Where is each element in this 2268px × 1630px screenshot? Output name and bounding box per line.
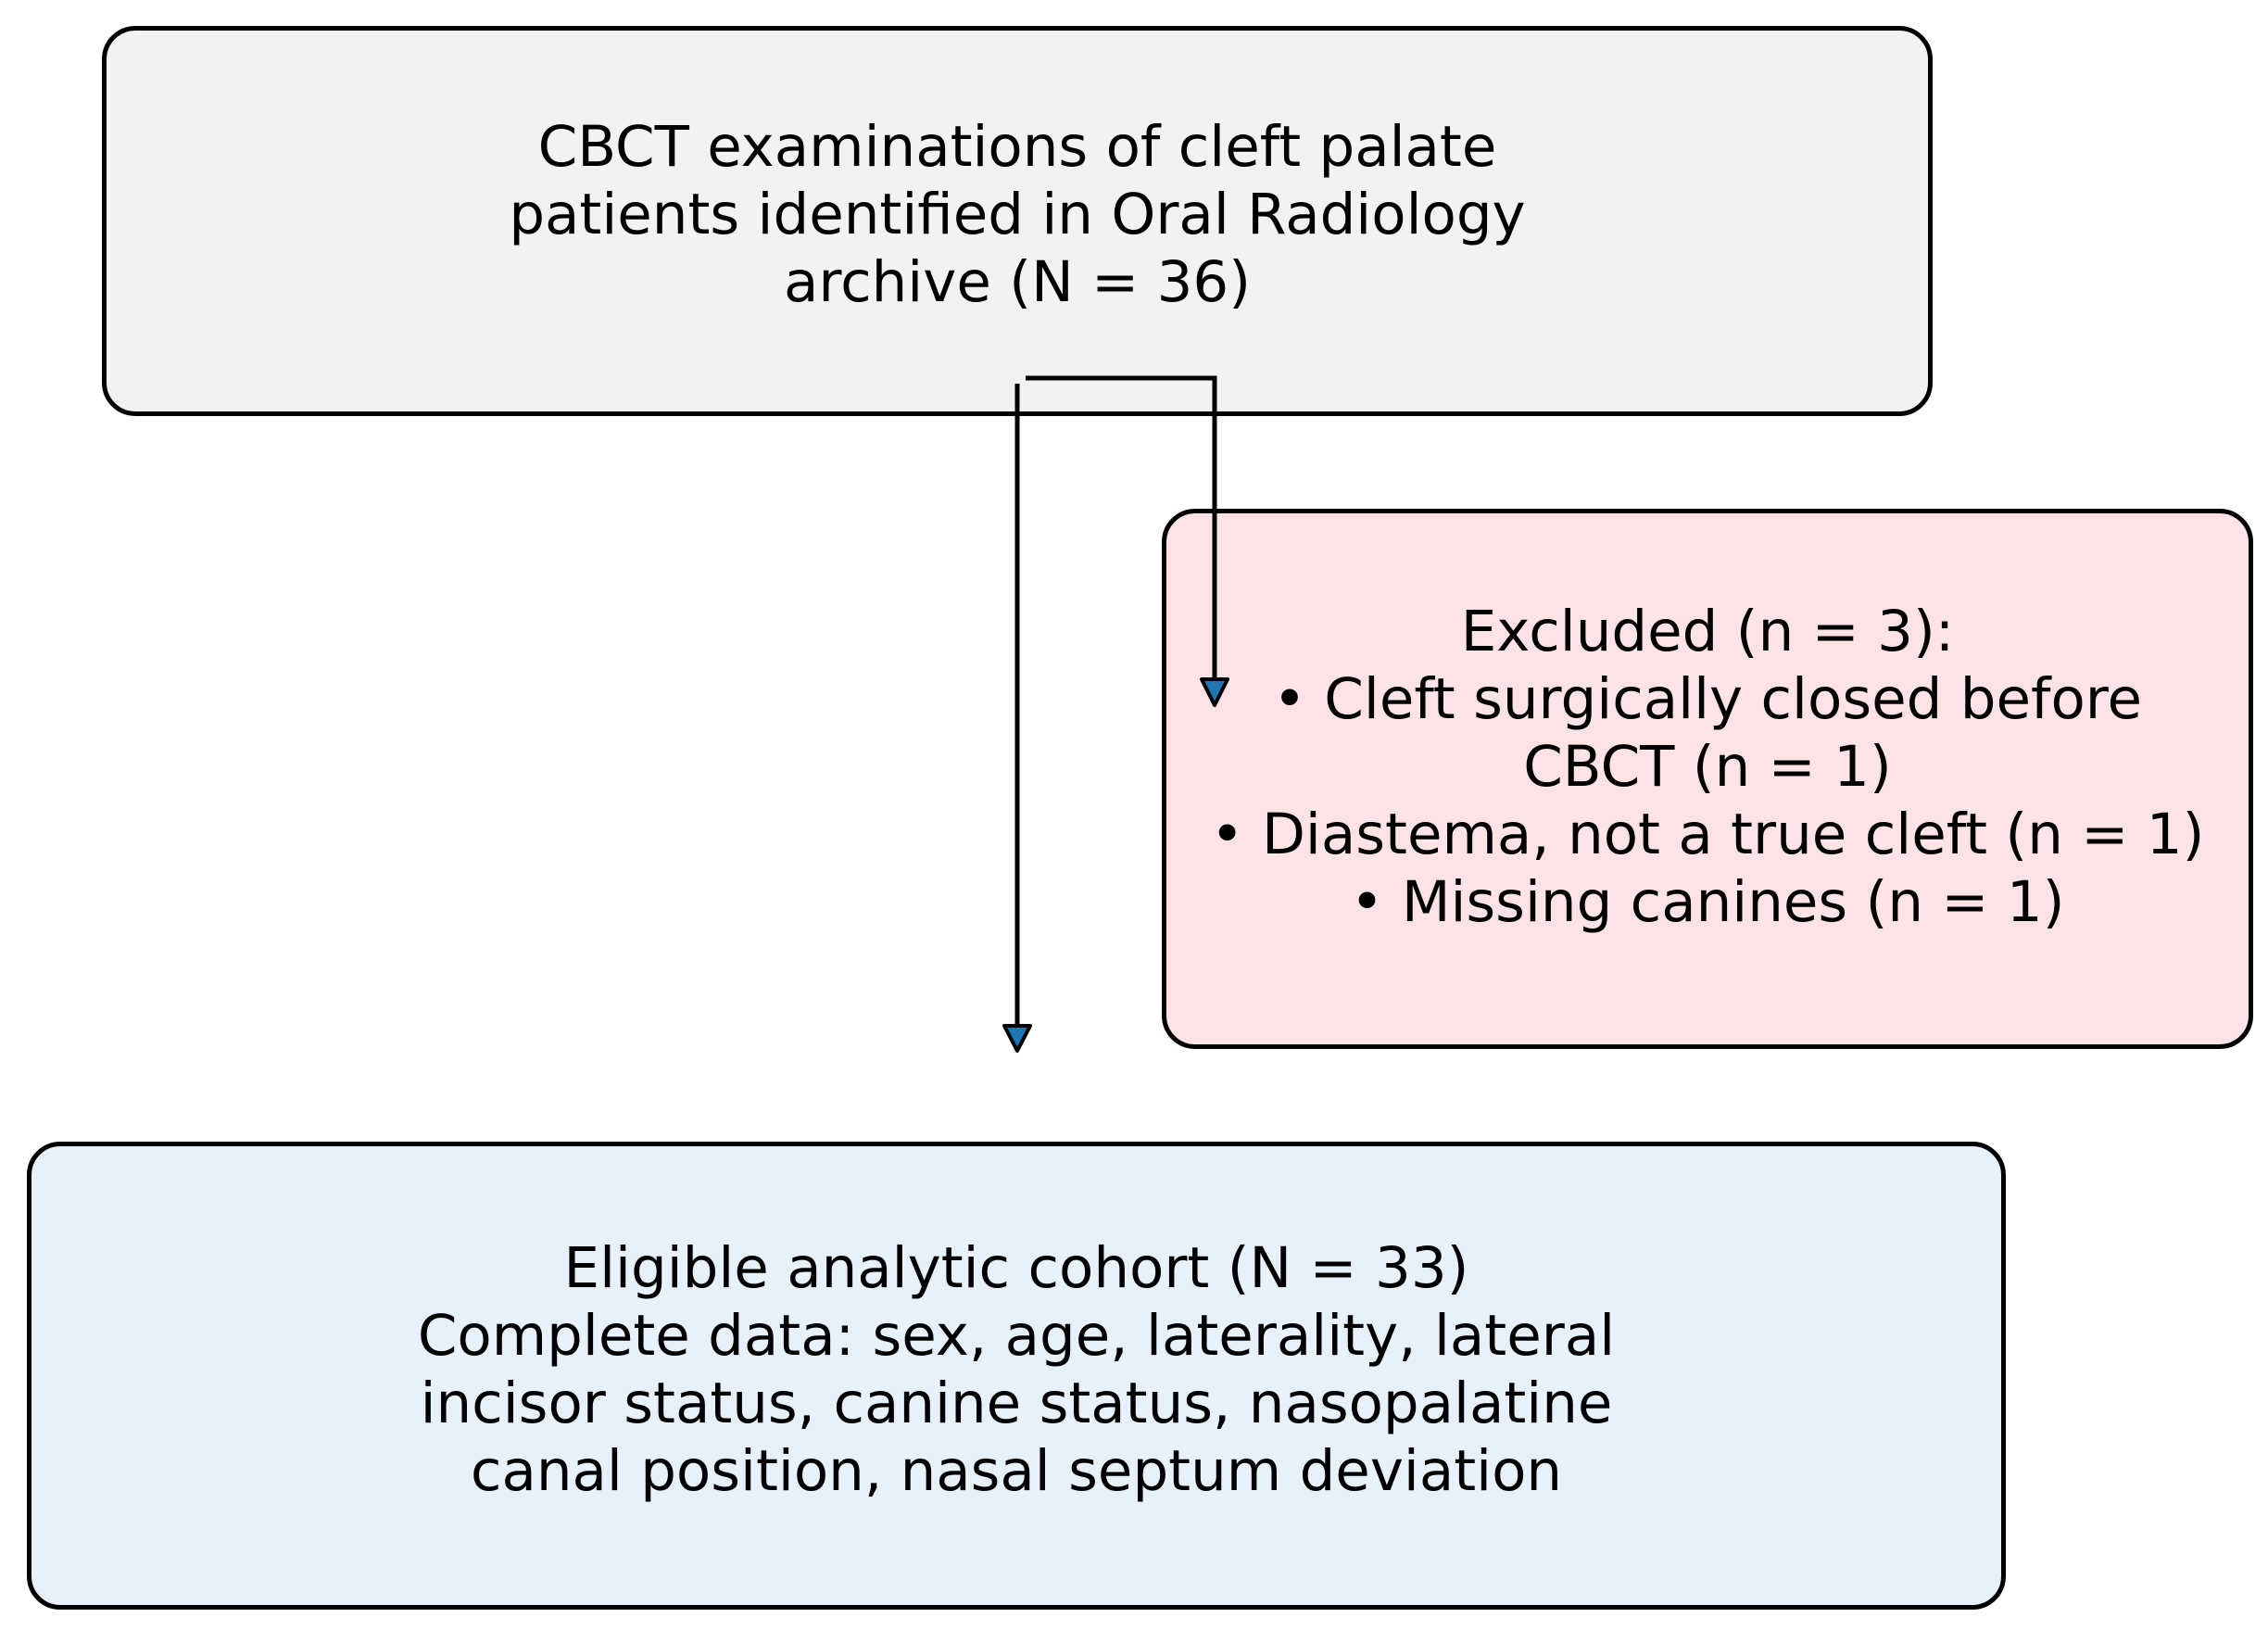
cohort-box-line-4: canal position, nasal septum deviation: [470, 1437, 1563, 1504]
eligible-cohort-box: Eligible analytic cohort (N = 33) Comple…: [27, 1142, 2006, 1610]
cohort-box-line-2: Complete data: sex, age, laterality, lat…: [417, 1302, 1616, 1369]
source-population-box: CBCT examinations of cleft palate patien…: [102, 26, 1933, 416]
source-box-line-3: archive (N = 36): [783, 249, 1252, 315]
excluded-box-heading: Excluded (n = 3):: [1460, 599, 1955, 664]
source-box-line-2: patients identified in Oral Radiology: [509, 182, 1526, 247]
arrowhead-cohort: [1002, 1024, 1032, 1053]
excluded-reason-1-line-2: CBCT (n = 1): [1523, 734, 1892, 800]
excluded-reason-3: • Missing canines (n = 1): [1350, 869, 2065, 935]
cohort-box-line-1: Eligible analytic cohort (N = 33): [563, 1234, 1469, 1301]
excluded-box: Excluded (n = 3): • Cleft surgically clo…: [1162, 509, 2253, 1049]
excluded-reason-2: • Diastema, not a true cleft (n = 1): [1210, 802, 2205, 867]
cohort-box-line-3: incisor status, canine status, nasopalat…: [420, 1370, 1613, 1436]
source-box-line-1: CBCT examinations of cleft palate: [537, 114, 1497, 180]
excluded-reason-1-line-1: • Cleft surgically closed before: [1272, 666, 2143, 732]
